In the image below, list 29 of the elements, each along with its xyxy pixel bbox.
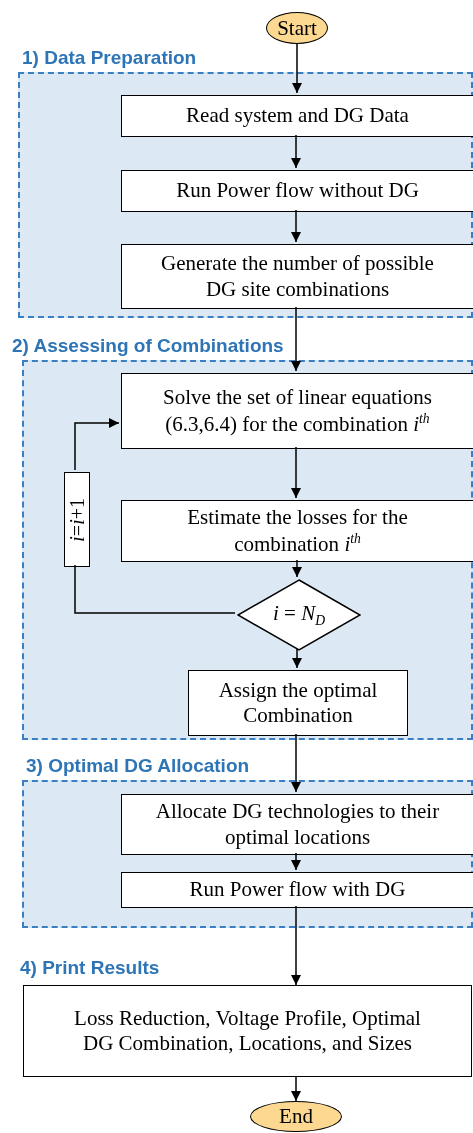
process-box: Loss Reduction, Voltage Profile, Optimal DG Combination, Locations, and Sizes: [23, 985, 472, 1077]
process-box: Allocate DG technologies to their optimal locations: [121, 794, 473, 855]
arrow: [291, 852, 301, 871]
arrow: [291, 905, 301, 986]
process-box: Read system and DG Data: [121, 95, 473, 137]
stage-heading: 4) Print Results: [20, 957, 160, 979]
stage-heading: 3) Optimal DG Allocation: [26, 755, 250, 777]
arrow: [291, 306, 301, 372]
process-box: Generate the number of possible DG site combinations: [121, 244, 473, 309]
arrow: [74, 418, 120, 471]
arrow: [291, 134, 301, 169]
arrow: [291, 1076, 301, 1102]
process-box: Run Power flow with DG: [121, 872, 473, 908]
arrow: [291, 446, 301, 499]
terminal-oval: End: [250, 1101, 342, 1132]
process-box: Run Power flow without DG: [121, 170, 473, 212]
arrow: [292, 559, 302, 578]
decision-diamond: i = N$_{D}$: [237, 579, 361, 651]
stage-heading: 2) Assessing of Combinations: [12, 335, 284, 357]
terminal-oval: Start: [266, 12, 328, 44]
process-box: Solve the set of linear equations (6.3,6.4) for the combination i$^{th}$: [121, 373, 473, 449]
process-box: Assign the optimal Combination: [188, 670, 408, 736]
counter-box: i=i+1: [64, 472, 90, 567]
arrow: [292, 43, 302, 94]
arrow: [291, 209, 301, 243]
arrow: [291, 733, 301, 793]
stage-heading: 1) Data Preparation: [22, 47, 197, 69]
process-box: Estimate the losses for the combination i$^{th}$: [121, 500, 473, 562]
arrow: [292, 648, 302, 669]
